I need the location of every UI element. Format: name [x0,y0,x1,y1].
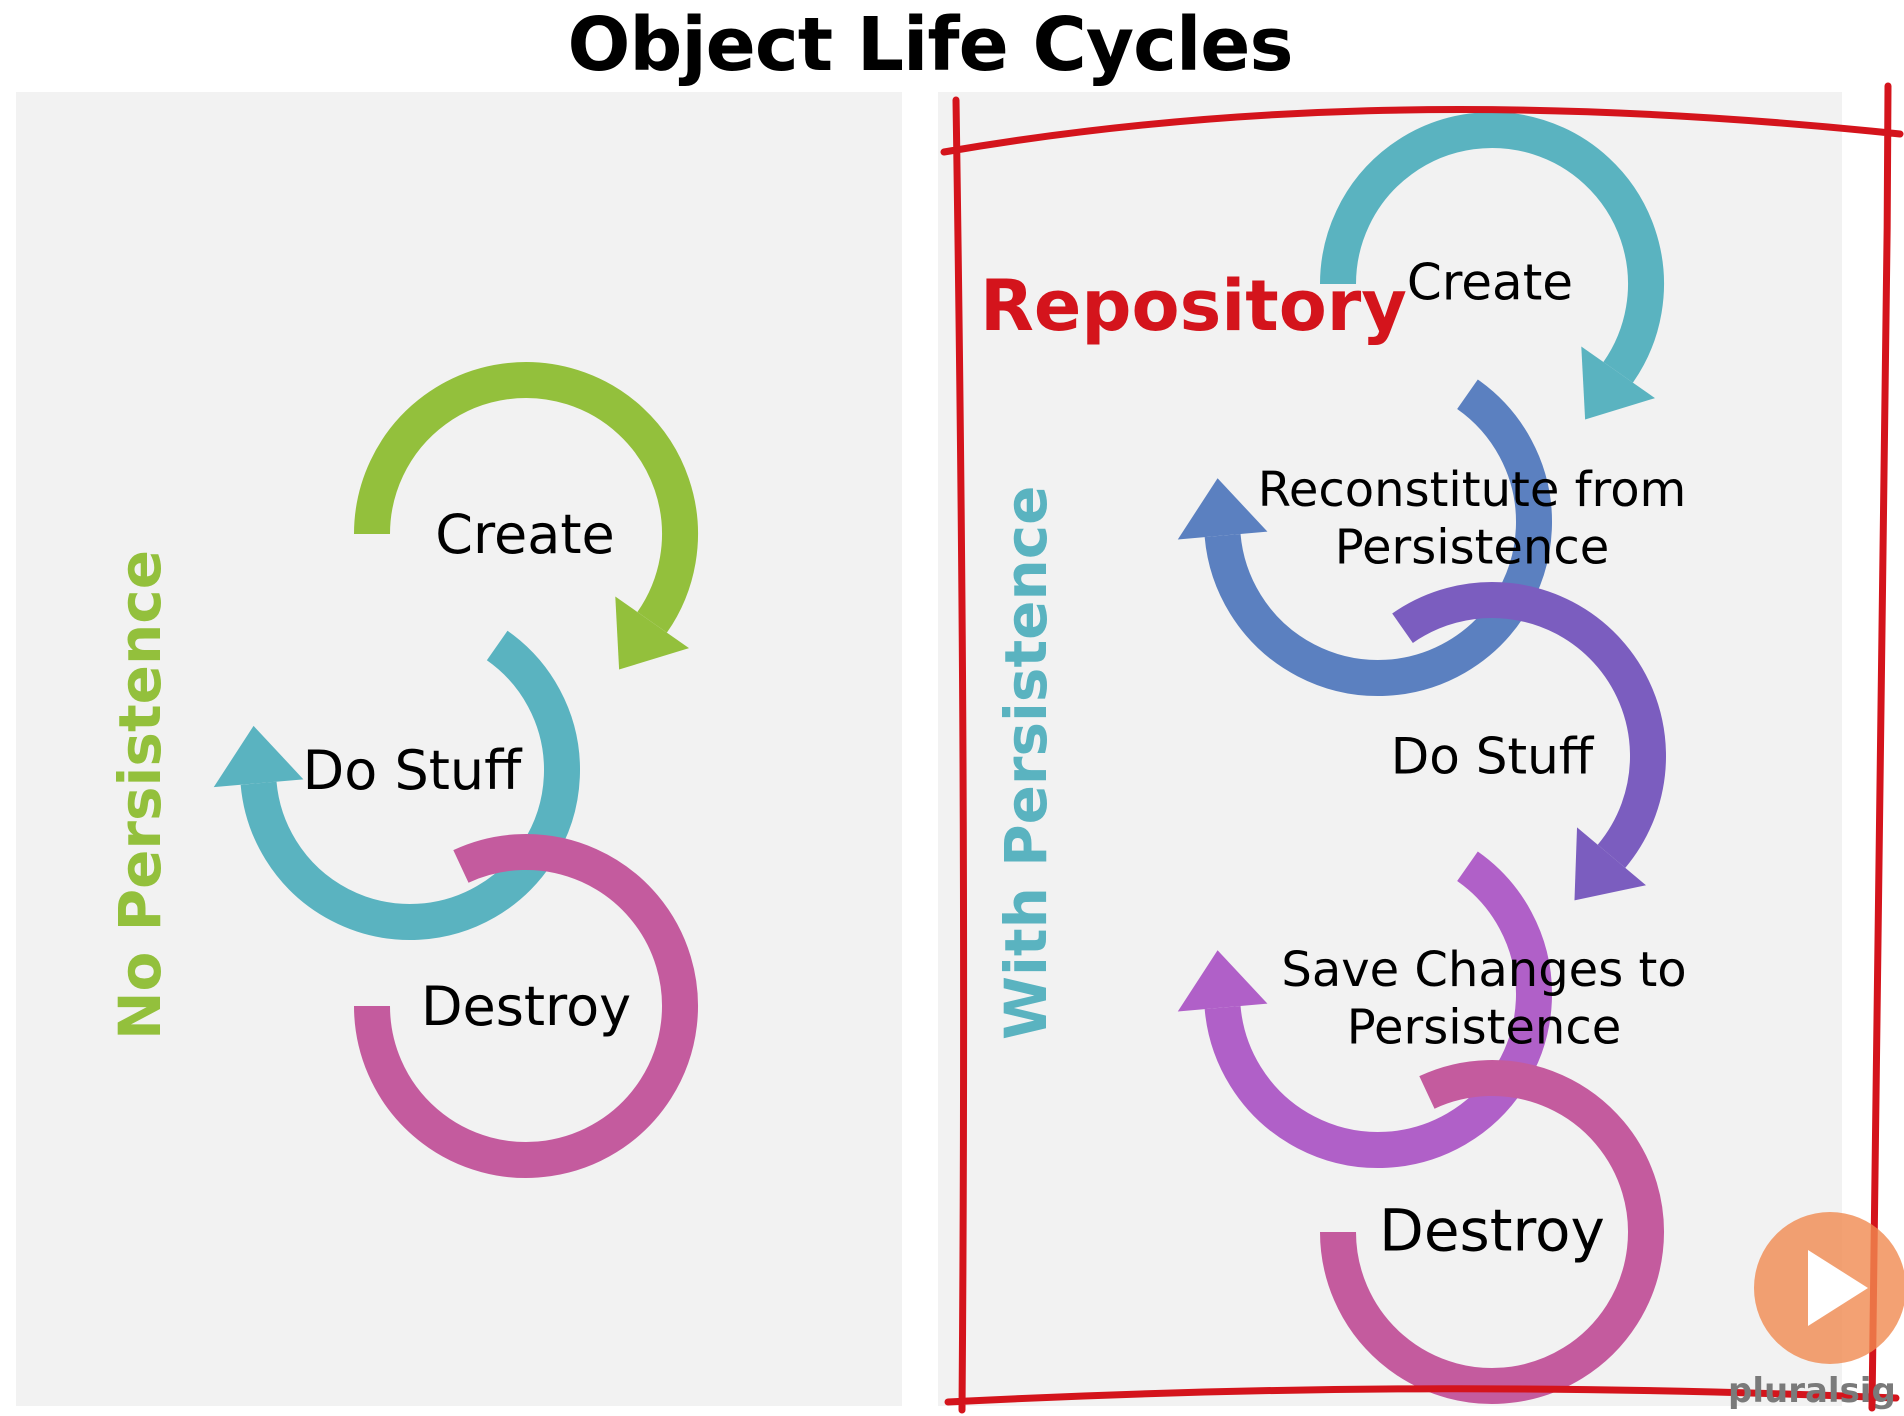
left-step-1-arrowhead [615,596,690,670]
right-step-5: Destroy [1320,1060,1664,1404]
right-step-5-label: Destroy [1379,1196,1605,1264]
repository-highlight-box [940,82,1904,1414]
left-step-1-label: Create [435,503,614,566]
left-step-1-arc [354,362,698,633]
right-step-4-arc [1204,851,1552,1168]
right-step-3-label: Do Stuff [1391,728,1595,786]
with-persistence-panel [938,92,1842,1406]
right-step-1: Create [1320,112,1664,420]
right-step-3-arrowhead [1574,827,1646,901]
right-step-2-arrowhead [1177,478,1268,540]
brand-text: pluralsig [1728,1371,1896,1411]
left-step-2-label: Do Stuff [303,739,523,802]
right-step-4-arrowhead [1177,950,1268,1012]
play-triangle [1808,1250,1868,1326]
right-step-2-arc [1204,379,1552,696]
left-step-3-arc [354,834,698,1178]
pluralsight-logo: pluralsig [1728,1212,1904,1411]
right-step-4-label: Persistence [1347,1000,1622,1056]
left-step-2-arrowhead [213,725,304,788]
right-step-3-arc [1392,582,1666,868]
left-step-3-label: Destroy [421,975,631,1038]
right-step-5-arc [1320,1060,1664,1404]
right-step-2-label: Reconstitute from [1258,462,1687,518]
left-step-2: Do Stuff [213,630,580,940]
no-persistence-panel [16,92,902,1406]
right-step-2-label: Persistence [1335,520,1610,576]
right-step-3: Do Stuff [1391,582,1666,901]
right-step-4-label: Save Changes to [1281,942,1686,998]
with-persistence-label: With Persistence [992,485,1060,1040]
right-step-1-arc [1320,112,1664,383]
left-step-1: Create [354,362,698,670]
right-step-1-label: Create [1407,254,1573,312]
no-persistence-label: No Persistence [106,550,174,1040]
right-step-1-arrowhead [1581,346,1656,420]
left-step-2-arc [240,630,580,940]
left-step-3: Destroy [354,834,698,1178]
page-title: Object Life Cycles [567,2,1293,88]
